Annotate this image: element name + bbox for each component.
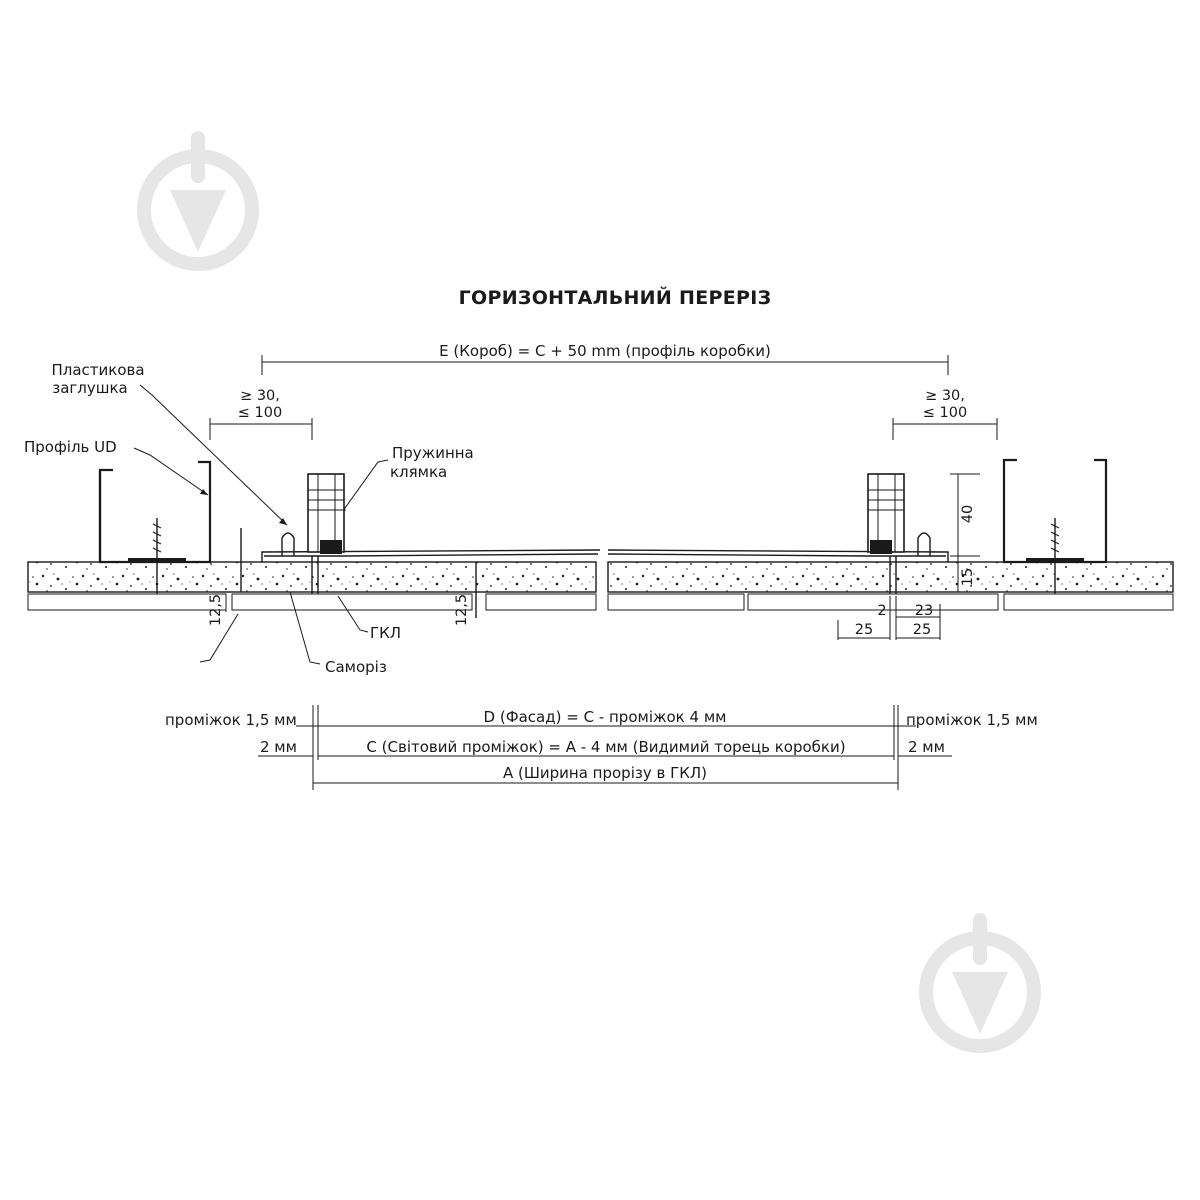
d-facade-label: D (Фасад) = C - проміжок 4 мм [484,708,727,726]
door-leaf-top-right [607,549,949,562]
plastic-cap-arrow [279,518,287,525]
plastic-cap-label-2: заглушка [52,379,128,397]
watermark-logo-top [137,131,259,271]
diagram-title: ГОРИЗОНТАЛЬНИЙ ПЕРЕРІЗ [459,286,772,309]
thickness-left-label: 12,5 [208,594,224,626]
profile-ud-label: Профіль UD [24,438,117,456]
right-frame-assembly [866,473,946,594]
plastic-cap-leader [139,384,288,526]
width-25-left-label: 25 [855,622,873,638]
gap-2-label: 2 [877,603,886,619]
thickness-mid-label: 12,5 [454,594,470,626]
gkl-leader [337,595,369,633]
mm2-right-label: 2 мм [908,738,945,756]
plastic-cap-label-1: Пластикова [51,361,144,379]
right-range-line1: ≥ 30, [925,388,965,404]
profile-ud-leader [133,447,209,496]
left-range-dimension: ≥ 30, ≤ 100 [209,388,313,440]
gkl-boards [27,593,1174,611]
left-frame-assembly [264,473,345,594]
spring-latch-label-2: клямка [390,463,447,481]
left-range-line1: ≥ 30, [240,388,280,404]
right-range-dimension: ≥ 30, ≤ 100 [892,388,998,440]
right-range-line2: ≤ 100 [923,405,967,421]
mm2-left-label: 2 мм [260,738,297,756]
e-box-label: E (Короб) = C + 50 mm (профіль коробки) [439,342,771,360]
width-23-label: 23 [915,603,933,619]
spring-latch-label-1: Пружинна [392,444,474,462]
bottom-dimension-chain: D (Фасад) = C - проміжок 4 мм проміжок 1… [165,705,1038,790]
e-box-dimension: E (Короб) = C + 50 mm (профіль коробки) [261,342,949,375]
spring-latch-leader [339,459,389,516]
gap-left-label: проміжок 1,5 мм [165,711,297,729]
left-range-line2: ≤ 100 [238,405,282,421]
thickness-dim-left: 12,5 [208,594,227,626]
height-40-label: 40 [960,505,976,523]
gap-right-label: проміжок 1,5 мм [906,711,1038,729]
height-15-label: 15 [960,568,976,586]
screw-label: Саморіз [325,658,387,676]
door-leaf-top-left [261,549,601,562]
small-dims-right: 2 23 25 25 [837,596,941,640]
c-light-label: C (Світовий проміжок) = A - 4 мм (Видими… [366,738,845,756]
watermark-logo-bottom [919,913,1041,1053]
thickness-dim-mid: 12,5 [454,594,470,626]
width-25-right-label: 25 [913,622,931,638]
left-lower-leader [199,613,239,663]
gkl-label: ГКЛ [370,624,401,642]
height-dims-right: 40 15 [950,473,980,593]
screw-leader [289,591,321,665]
a-width-label: A (Ширина прорізу в ГКЛ) [503,764,707,782]
